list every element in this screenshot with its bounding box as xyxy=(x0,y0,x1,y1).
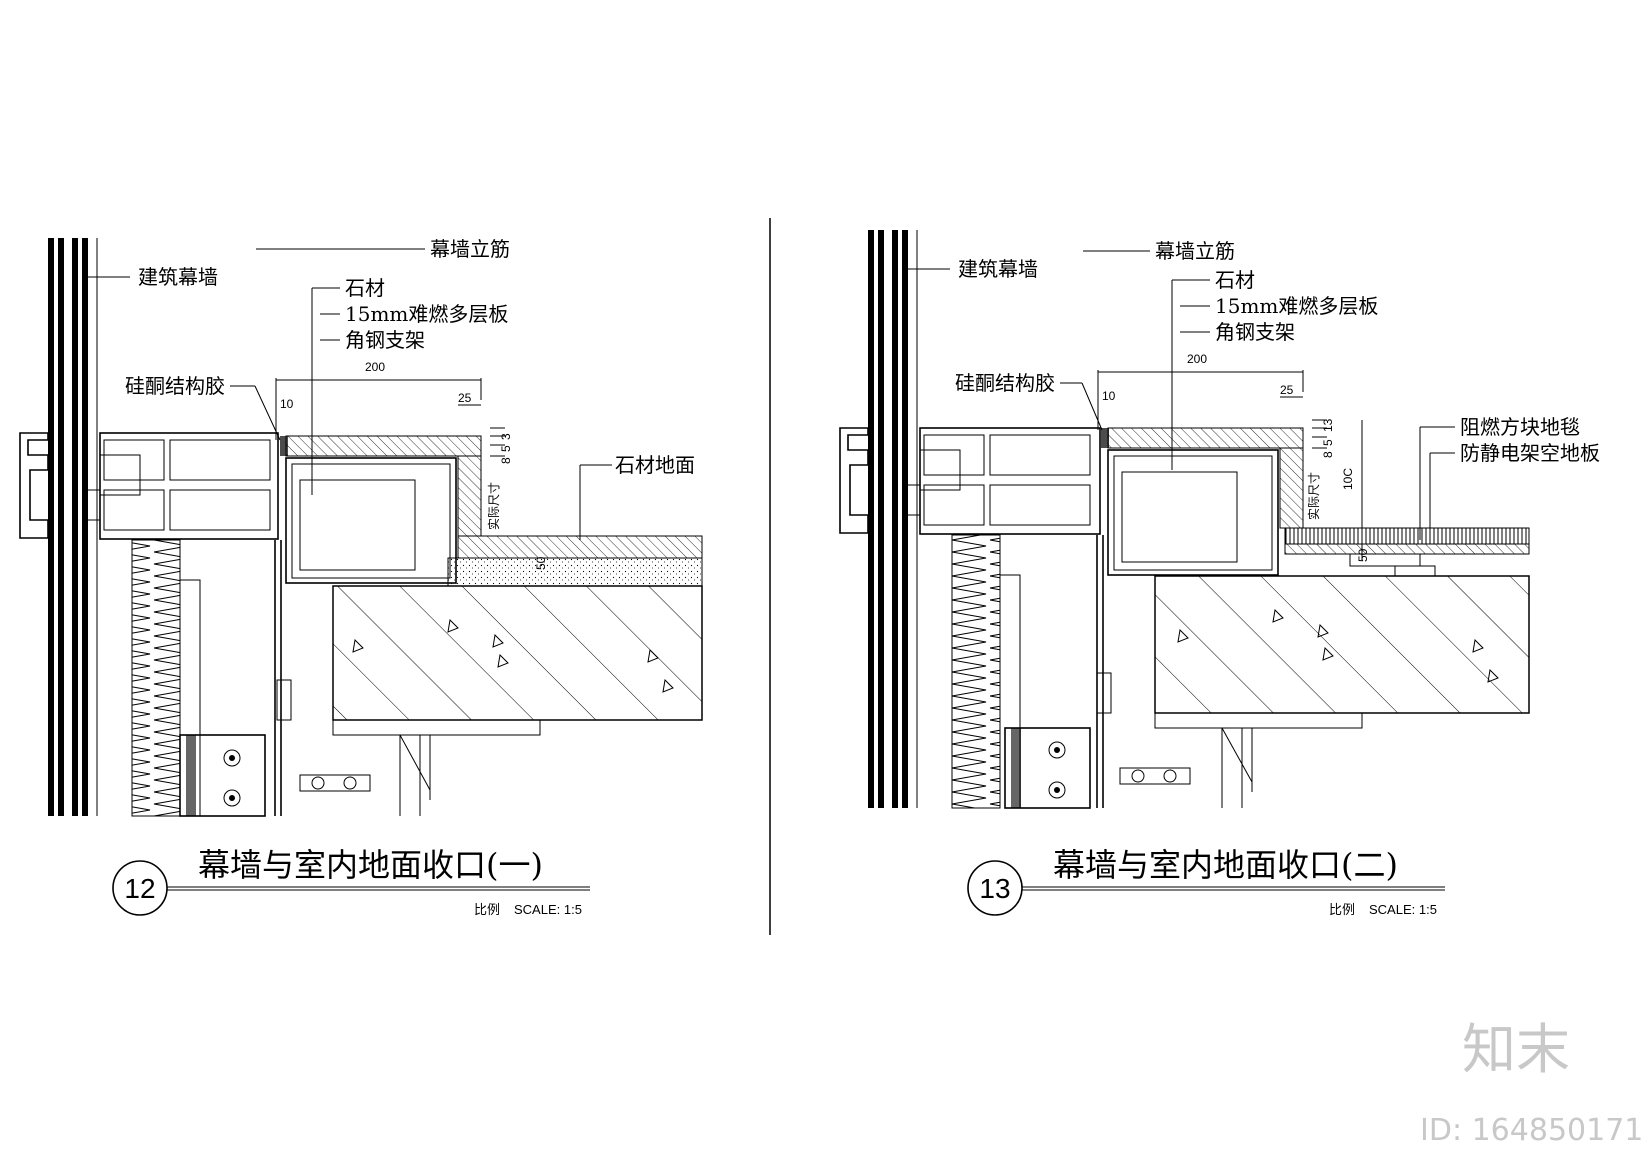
dim-edge: 25 xyxy=(1280,383,1294,397)
mullion-profile xyxy=(839,427,1101,535)
scale-label: 比例 xyxy=(1329,902,1355,917)
dim-height: 10C xyxy=(1341,468,1355,490)
dim-side-note: 实际尺寸 xyxy=(486,482,501,530)
label-mullion: 幕墙立筋 xyxy=(1155,239,1235,263)
watermark-id: ID: 164850171 xyxy=(1420,1113,1643,1148)
detail-number-circle xyxy=(967,860,1023,916)
label-stone-floor: 石材地面 xyxy=(615,453,695,477)
curtain-wall-glass xyxy=(48,238,98,816)
detail-title: 幕墙与室内地面收口(二) xyxy=(1053,846,1398,884)
dim-stack-b: 5 xyxy=(499,445,513,452)
scale-value: SCALE: 1:5 xyxy=(514,902,582,917)
dim-thickness: 50 xyxy=(534,556,548,570)
label-curtain-wall: 建筑幕墙 xyxy=(958,257,1038,281)
dim-stack-c: 3 xyxy=(499,433,513,440)
scale-value: SCALE: 1:5 xyxy=(1369,902,1437,917)
label-plywood: 15mm难燃多层板 xyxy=(345,302,508,326)
detail-number: 13 xyxy=(979,873,1010,904)
label-stone: 石材 xyxy=(345,276,385,300)
concrete-slab xyxy=(332,585,703,721)
dim-thickness: 50 xyxy=(1356,548,1370,562)
dim-gap: 10 xyxy=(280,397,294,411)
stone-top xyxy=(285,435,482,457)
label-curtain-wall: 建筑幕墙 xyxy=(138,265,218,289)
curtain-wall-glass xyxy=(868,230,918,808)
dim-width: 200 xyxy=(365,360,385,374)
insulation xyxy=(951,534,1001,809)
mullion-profile xyxy=(19,432,279,540)
label-silicone: 硅酮结构胶 xyxy=(125,374,225,398)
label-silicone: 硅酮结构胶 xyxy=(955,371,1055,395)
label-stone: 石材 xyxy=(1215,268,1255,292)
label-angle-bracket: 角钢支架 xyxy=(1215,320,1295,344)
label-mullion: 幕墙立筋 xyxy=(430,237,510,261)
detail-number-circle xyxy=(112,860,168,916)
dim-edge: 25 xyxy=(458,391,472,405)
insulation xyxy=(131,539,181,817)
watermark-logo: 知末 xyxy=(1462,1018,1570,1081)
dim-gap: 10 xyxy=(1102,389,1116,403)
carpet-tile xyxy=(1284,527,1530,545)
dim-stack-c: 13 xyxy=(1321,418,1335,432)
detail-13: 建筑幕墙 幕墙立筋 石材 15mm难燃多层板 角钢支架 硅酮结构胶 阻燃方块地毯… xyxy=(839,230,1600,917)
stone-top xyxy=(1107,427,1304,449)
dim-side-note: 实际尺寸 xyxy=(1306,472,1321,520)
label-plywood: 15mm难燃多层板 xyxy=(1215,294,1378,318)
dim-stack-b: 5 xyxy=(1321,439,1335,446)
scale-label: 比例 xyxy=(474,902,500,917)
dim-stack-a: 8 xyxy=(1321,451,1335,458)
label-raised-floor: 防静电架空地板 xyxy=(1460,441,1600,465)
detail-title: 幕墙与室内地面收口(一) xyxy=(198,846,543,884)
concrete-slab xyxy=(1154,575,1530,714)
label-angle-bracket: 角钢支架 xyxy=(345,328,425,352)
detail-number: 12 xyxy=(124,873,155,904)
label-carpet: 阻燃方块地毯 xyxy=(1460,415,1580,439)
dim-width: 200 xyxy=(1187,352,1207,366)
mortar-bed xyxy=(447,557,703,587)
raised-floor-panel xyxy=(1284,543,1530,555)
detail-12: 建筑幕墙 幕墙立筋 石材 15mm难燃多层板 角钢支架 硅酮结构胶 石材地面 2… xyxy=(19,237,703,917)
dim-stack-a: 8 xyxy=(499,457,513,464)
